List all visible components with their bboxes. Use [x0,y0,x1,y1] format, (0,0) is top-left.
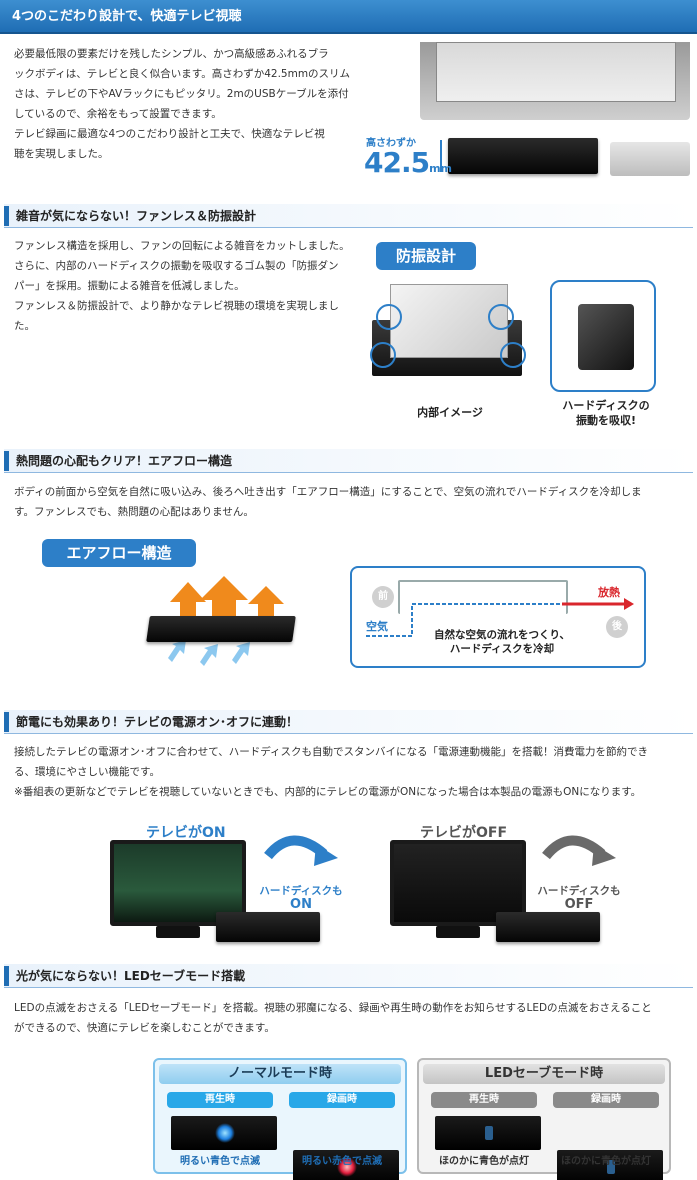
damper-circle-icon [376,304,402,330]
play-caption: ほのかに青色が点灯 [439,1156,529,1167]
slim-product-image: 高さわずか 42.5mm [364,42,690,182]
internal-image-caption: 内部イメージ [417,406,483,419]
height-number: 42.5 [364,146,430,179]
internal-image [366,280,526,384]
text-line: 必要最低限の要素だけを残したシンプル、かつ高級感あふれるブラ [14,48,329,60]
hdd-device-image [146,616,296,642]
play-caption: 明るい青色で点滅 [180,1156,260,1167]
height-label: 高さわずか [366,138,416,149]
tv-screen-image [436,42,676,102]
hd-off-state: OFF [564,897,594,912]
device-front-strip [171,1116,277,1150]
dim-blue-led-icon [607,1160,615,1174]
text-line: ができるので、快適にテレビを楽しむことができます。 [14,1022,275,1034]
fanless-text: ファンレス構造を採用し、ファンの回転による雑音をカットしました。 さらに、内部の… [14,236,364,336]
text-line: しているので、余裕をもって設置できます。 [14,108,222,120]
airflow-text: ボディの前面から空気を自然に吸い込み、後ろへ吐き出す「エアフロー構造」にすること… [14,482,690,522]
stand-image [610,142,690,176]
damper-closeup-image [550,280,656,392]
red-led-icon [337,1157,357,1177]
text-line: ボディの前面から空気を自然に吸い込み、後ろへ吐き出す「エアフロー構造」にすること… [14,486,642,498]
text-line: す。ファンレスでも、熱問題の心配はありません。 [14,506,254,518]
device-front-strip [293,1150,399,1180]
blue-led-icon [215,1123,235,1143]
airflow-note-line: ハードディスクを冷却 [449,643,555,655]
text-line: る、環境にやさしい機能です。 [14,766,160,778]
hd-on-line: ハードディスクも [259,885,343,897]
airflow-badge: エアフロー構造 [42,539,196,567]
text-line: ファンレス構造を採用し、ファンの回転による雑音をカットしました。 [14,240,350,252]
curved-arrow-icon [264,835,338,866]
tv-on-image [110,840,246,926]
text-line: テレビ録画に最適な4つのこだわり設計と工夫で、快適なテレビ視 [14,128,325,140]
text-line: さらに、内部のハードディスクの振動を吸収するゴム製の「防振ダン [14,260,339,272]
front-circle-icon: 前 [372,586,394,608]
led-save-mode-panel: LEDセーブモード時 再生時 録画時 ほのかに青色が点灯 ほのかに青色が点灯 [417,1058,671,1180]
hdd-on-image [216,912,320,942]
tv-on-label: テレビがON [146,825,226,841]
tv-off-label: テレビがOFF [420,825,508,841]
rubber-damper-image [578,304,634,370]
back-circle-icon: 後 [606,616,628,638]
airflow-diagram: 前 後 放熱 空気 自然な空気の流れをつくり、 ハードディスクを冷却 [350,566,646,668]
text-line: パー」を採用。振動による雑音を低減しました。 [14,280,245,292]
rec-label: 録画時 [553,1092,659,1108]
hdd-off-image [496,912,600,942]
air-label: 空気 [366,620,388,633]
normal-mode-panel: ノーマルモード時 再生時 録画時 明るい青色で点滅 明るい赤色で点滅 [153,1058,407,1180]
text-line: 聴を実現しました。 [14,148,109,160]
page-title-banner: 4つのこだわり設計で、快適テレビ視聴 [0,0,697,34]
device-front-strip [557,1150,663,1180]
rec-label: 録画時 [289,1092,395,1108]
hd-on-state: ON [290,897,312,912]
power-link-text: 接続したテレビの電源オン･オフに合わせて、ハードディスクも自動でスタンバイになる… [14,742,694,802]
hd-on-caption: ハードディスクも ON [254,884,348,912]
tv-on-stand [156,926,200,938]
section-title-led-save: 光が気にならない！LEDセーブモード搭載 [4,964,693,988]
section-title-power-link: 節電にも効果あり！テレビの電源オン･オフに連動！ [4,710,693,734]
hdd-device-image [448,138,598,174]
heat-label: 放熱 [598,586,620,599]
curved-arrow-icon [542,835,616,866]
damper-circle-icon [488,304,514,330]
rec-caption: ほのかに青色が点灯 [561,1156,651,1167]
airflow-arrows-icon [168,576,284,666]
absorb-caption-line: ハードディスクの [562,399,650,412]
device-front-strip [435,1116,541,1150]
led-save-text: LEDの点滅をおさえる「LEDセーブモード」を搭載。視聴の邪魔になる、録画や再生… [14,998,694,1038]
height-value: 42.5mm [364,146,452,179]
anti-vibration-badge: 防振設計 [376,242,476,270]
airflow-path-icon [366,598,634,637]
tv-off-image [390,840,526,926]
absorb-caption: ハードディスクの 振動を吸収! [556,398,656,428]
dim-blue-led-icon [485,1126,493,1140]
rec-caption: 明るい赤色で点滅 [302,1156,382,1167]
text-line: 接続したテレビの電源オン･オフに合わせて、ハードディスクも自動でスタンバイになる… [14,746,648,758]
normal-mode-title: ノーマルモード時 [159,1064,401,1084]
absorb-caption-line: 振動を吸収! [575,414,637,427]
airflow-device-image [140,576,300,676]
damper-circle-icon [370,342,396,368]
text-line: た。 [14,320,35,332]
play-label: 再生時 [431,1092,537,1108]
damper-circle-icon [500,342,526,368]
airflow-note: 自然な空気の流れをつくり、 ハードディスクを冷却 [412,628,592,656]
text-line: LEDの点滅をおさえる「LEDセーブモード」を搭載。視聴の邪魔になる、録画や再生… [14,1002,652,1014]
section-title-airflow: 熱問題の心配もクリア！エアフロー構造 [4,449,693,473]
text-line: ファンレス＆防振設計で、より静かなテレビ視聴の環境を実現しまし [14,300,339,312]
section-title-fanless: 雑音が気にならない！ファンレス＆防振設計 [4,204,693,228]
text-line: ックボディは、テレビと良く似合います。高さわずか42.5mmのスリム [14,68,351,80]
text-line: ※番組表の更新などでテレビを視聴していないときでも、内部的にテレビの電源がONに… [14,786,642,798]
intro-text: 必要最低限の要素だけを残したシンプル、かつ高級感あふれるブラ ックボディは、テレ… [14,44,364,164]
text-line: さは、テレビの下やAVラックにもピッタリ。2mのUSBケーブルを添付 [14,88,349,100]
hd-off-caption: ハードディスクも OFF [532,884,626,912]
tv-off-stand [436,926,480,938]
height-arrow [440,140,442,172]
led-save-mode-title: LEDセーブモード時 [423,1064,665,1084]
play-label: 再生時 [167,1092,273,1108]
device-outline [398,580,568,614]
hd-off-line: ハードディスクも [537,885,621,897]
airflow-note-line: 自然な空気の流れをつくり、 [433,629,571,641]
